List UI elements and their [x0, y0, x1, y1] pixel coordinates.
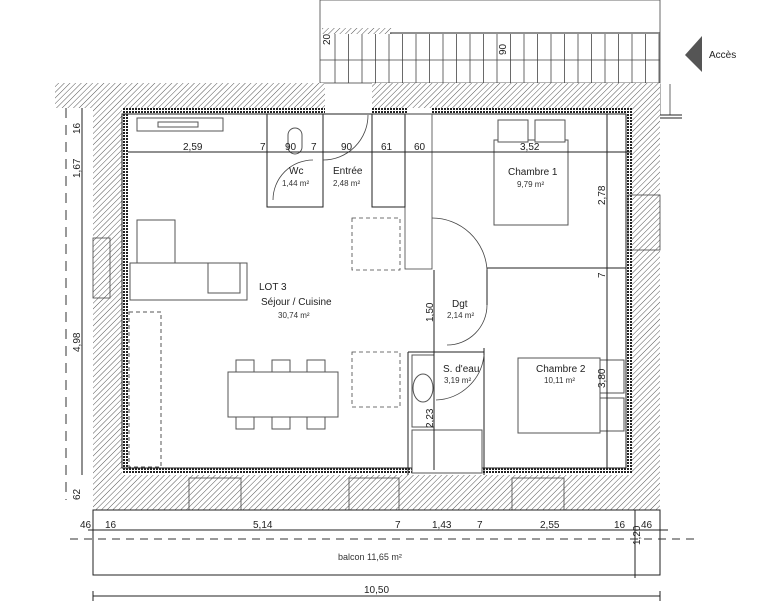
room-labels: LOT 3 Séjour / Cuisine 30,74 m² Wc 1,44 … [259, 166, 586, 385]
bed-chambre-2 [517, 357, 601, 434]
staircase: 90 20 [319, 0, 661, 84]
exterior-walls [55, 83, 661, 511]
dim-right-2: 3,80 [597, 368, 608, 388]
window-right [627, 194, 661, 251]
dim-left-1: 1,67 [72, 158, 83, 178]
kitchen-units [128, 311, 162, 468]
room-area-entree: 2,48 m² [333, 179, 360, 188]
dimensions: 2,59 7 90 7 90 61 60 3,52 16 1,67 4,98 6… [65, 108, 668, 601]
bed-chambre-1 [493, 139, 569, 226]
access-marker: Accès [659, 36, 736, 119]
room-area-chambre-2: 10,11 m² [544, 376, 575, 385]
room-name-sejour: Séjour / Cuisine [261, 297, 332, 308]
room-name-entree: Entrée [333, 166, 363, 177]
dim-top-2: 90 [285, 142, 297, 153]
room-area-sdeau: 3,19 m² [444, 376, 471, 385]
interior-walls [266, 113, 626, 475]
dim-top-0: 2,59 [183, 142, 203, 153]
dining-table [227, 371, 339, 418]
dim-interior-1: 2,23 [425, 408, 436, 428]
dim-bottom-3: 7 [395, 520, 401, 531]
arrow-left-icon [685, 36, 702, 72]
skylight-1 [351, 217, 401, 271]
skylight-2 [351, 351, 401, 408]
dim-bottom-2: 5,14 [253, 520, 273, 531]
dim-bottom-4: 1,43 [432, 520, 452, 531]
room-name-wc: Wc [289, 166, 303, 177]
furniture [128, 117, 625, 474]
dim-right-3: 1,20 [632, 525, 643, 545]
dim-bottom-1: 16 [105, 520, 117, 531]
dim-overall: 10,50 [364, 585, 389, 596]
lot-label: LOT 3 [259, 282, 287, 293]
dim-top-6: 60 [414, 142, 426, 153]
toilet [287, 127, 303, 155]
dim-top-1: 7 [260, 142, 266, 153]
dim-top-7: 3,52 [520, 142, 540, 153]
balcony-label: balcon 11,65 m² [338, 552, 402, 562]
room-name-chambre-2: Chambre 2 [536, 364, 586, 375]
access-label: Accès [709, 50, 736, 61]
dim-top-4: 90 [341, 142, 353, 153]
dim-left-3: 62 [72, 488, 83, 500]
room-name-sdeau: S. d'eau [443, 364, 479, 375]
room-area-dgt: 2,14 m² [447, 311, 474, 320]
balcony: balcon 11,65 m² [70, 509, 700, 576]
room-name-chambre-1: Chambre 1 [508, 167, 558, 178]
dim-stair-20: 20 [322, 33, 333, 45]
room-area-chambre-1: 9,79 m² [517, 180, 544, 189]
room-area-wc: 1,44 m² [282, 179, 309, 188]
dim-left-2: 4,98 [72, 332, 83, 352]
dim-interior-0: 1,50 [425, 302, 436, 322]
dim-bottom-6: 2,55 [540, 520, 560, 531]
room-area-sejour: 30,74 m² [278, 311, 310, 320]
dim-bottom-5: 7 [477, 520, 483, 531]
window-left [92, 237, 111, 299]
room-name-dgt: Dgt [452, 299, 468, 310]
dim-left-0: 16 [72, 122, 83, 134]
dim-bottom-7: 16 [614, 520, 626, 531]
dim-right-1: 7 [597, 272, 608, 278]
dim-top-3: 7 [311, 142, 317, 153]
dim-right-0: 2,78 [597, 185, 608, 205]
shower [411, 429, 483, 474]
dim-top-5: 61 [381, 142, 393, 153]
dim-stair-width: 90 [498, 43, 509, 55]
dim-bottom-8: 46 [641, 520, 653, 531]
dim-bottom-0: 46 [80, 520, 92, 531]
